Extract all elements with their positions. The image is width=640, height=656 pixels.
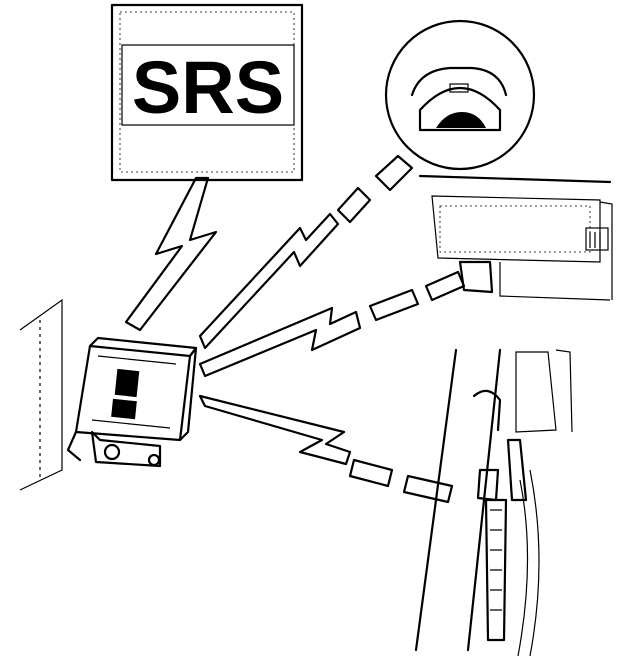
steering-wheel-airbag-icon xyxy=(384,19,536,171)
signal-zigzag-steering xyxy=(198,154,414,350)
dashboard-passenger-airbag xyxy=(418,174,613,301)
seat-belt-pretensioner xyxy=(414,348,573,656)
srs-warning-lamp-panel: SRS xyxy=(110,3,304,182)
srs-control-unit xyxy=(19,298,198,491)
signal-zigzag-lamp xyxy=(124,176,218,332)
srs-warning-label: SRS xyxy=(132,46,284,129)
signal-zigzag-passenger xyxy=(198,270,466,378)
signal-zigzag-pretensioner xyxy=(198,394,454,504)
